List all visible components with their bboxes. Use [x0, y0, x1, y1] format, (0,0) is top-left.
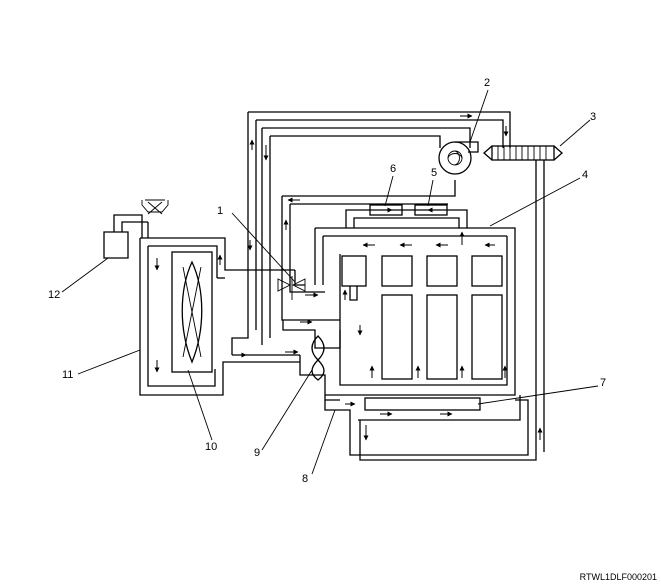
fan-icon	[181, 260, 203, 364]
callout-2: 2	[484, 77, 490, 89]
callout-10: 10	[205, 441, 217, 453]
oil-cooler-block	[324, 395, 529, 456]
thermostat	[277, 270, 325, 300]
callout-4: 4	[582, 169, 588, 181]
callout-9: 9	[254, 447, 260, 459]
callout-6: 6	[390, 163, 396, 175]
figure-code: RTWL1DLF000201	[579, 572, 657, 582]
oil-cooler	[359, 145, 563, 461]
turbocharger	[438, 141, 479, 175]
egr-coolers	[345, 204, 468, 228]
callout-7: 7	[600, 377, 606, 389]
flow-arrows	[154, 113, 543, 441]
callout-12: 12	[48, 289, 60, 301]
reservoir-tank	[103, 199, 169, 259]
callout-11: 11	[62, 369, 73, 381]
radiator	[139, 237, 300, 396]
callout-1: 1	[217, 205, 223, 217]
engine-block	[314, 227, 516, 396]
callout-labels: 1 2 3 4 5 6 7 8 9 10 11 12	[48, 77, 606, 485]
callout-5: 5	[431, 167, 437, 179]
callout-3: 3	[590, 111, 596, 123]
callout-8: 8	[302, 473, 308, 485]
callout-leaders	[61, 89, 599, 475]
